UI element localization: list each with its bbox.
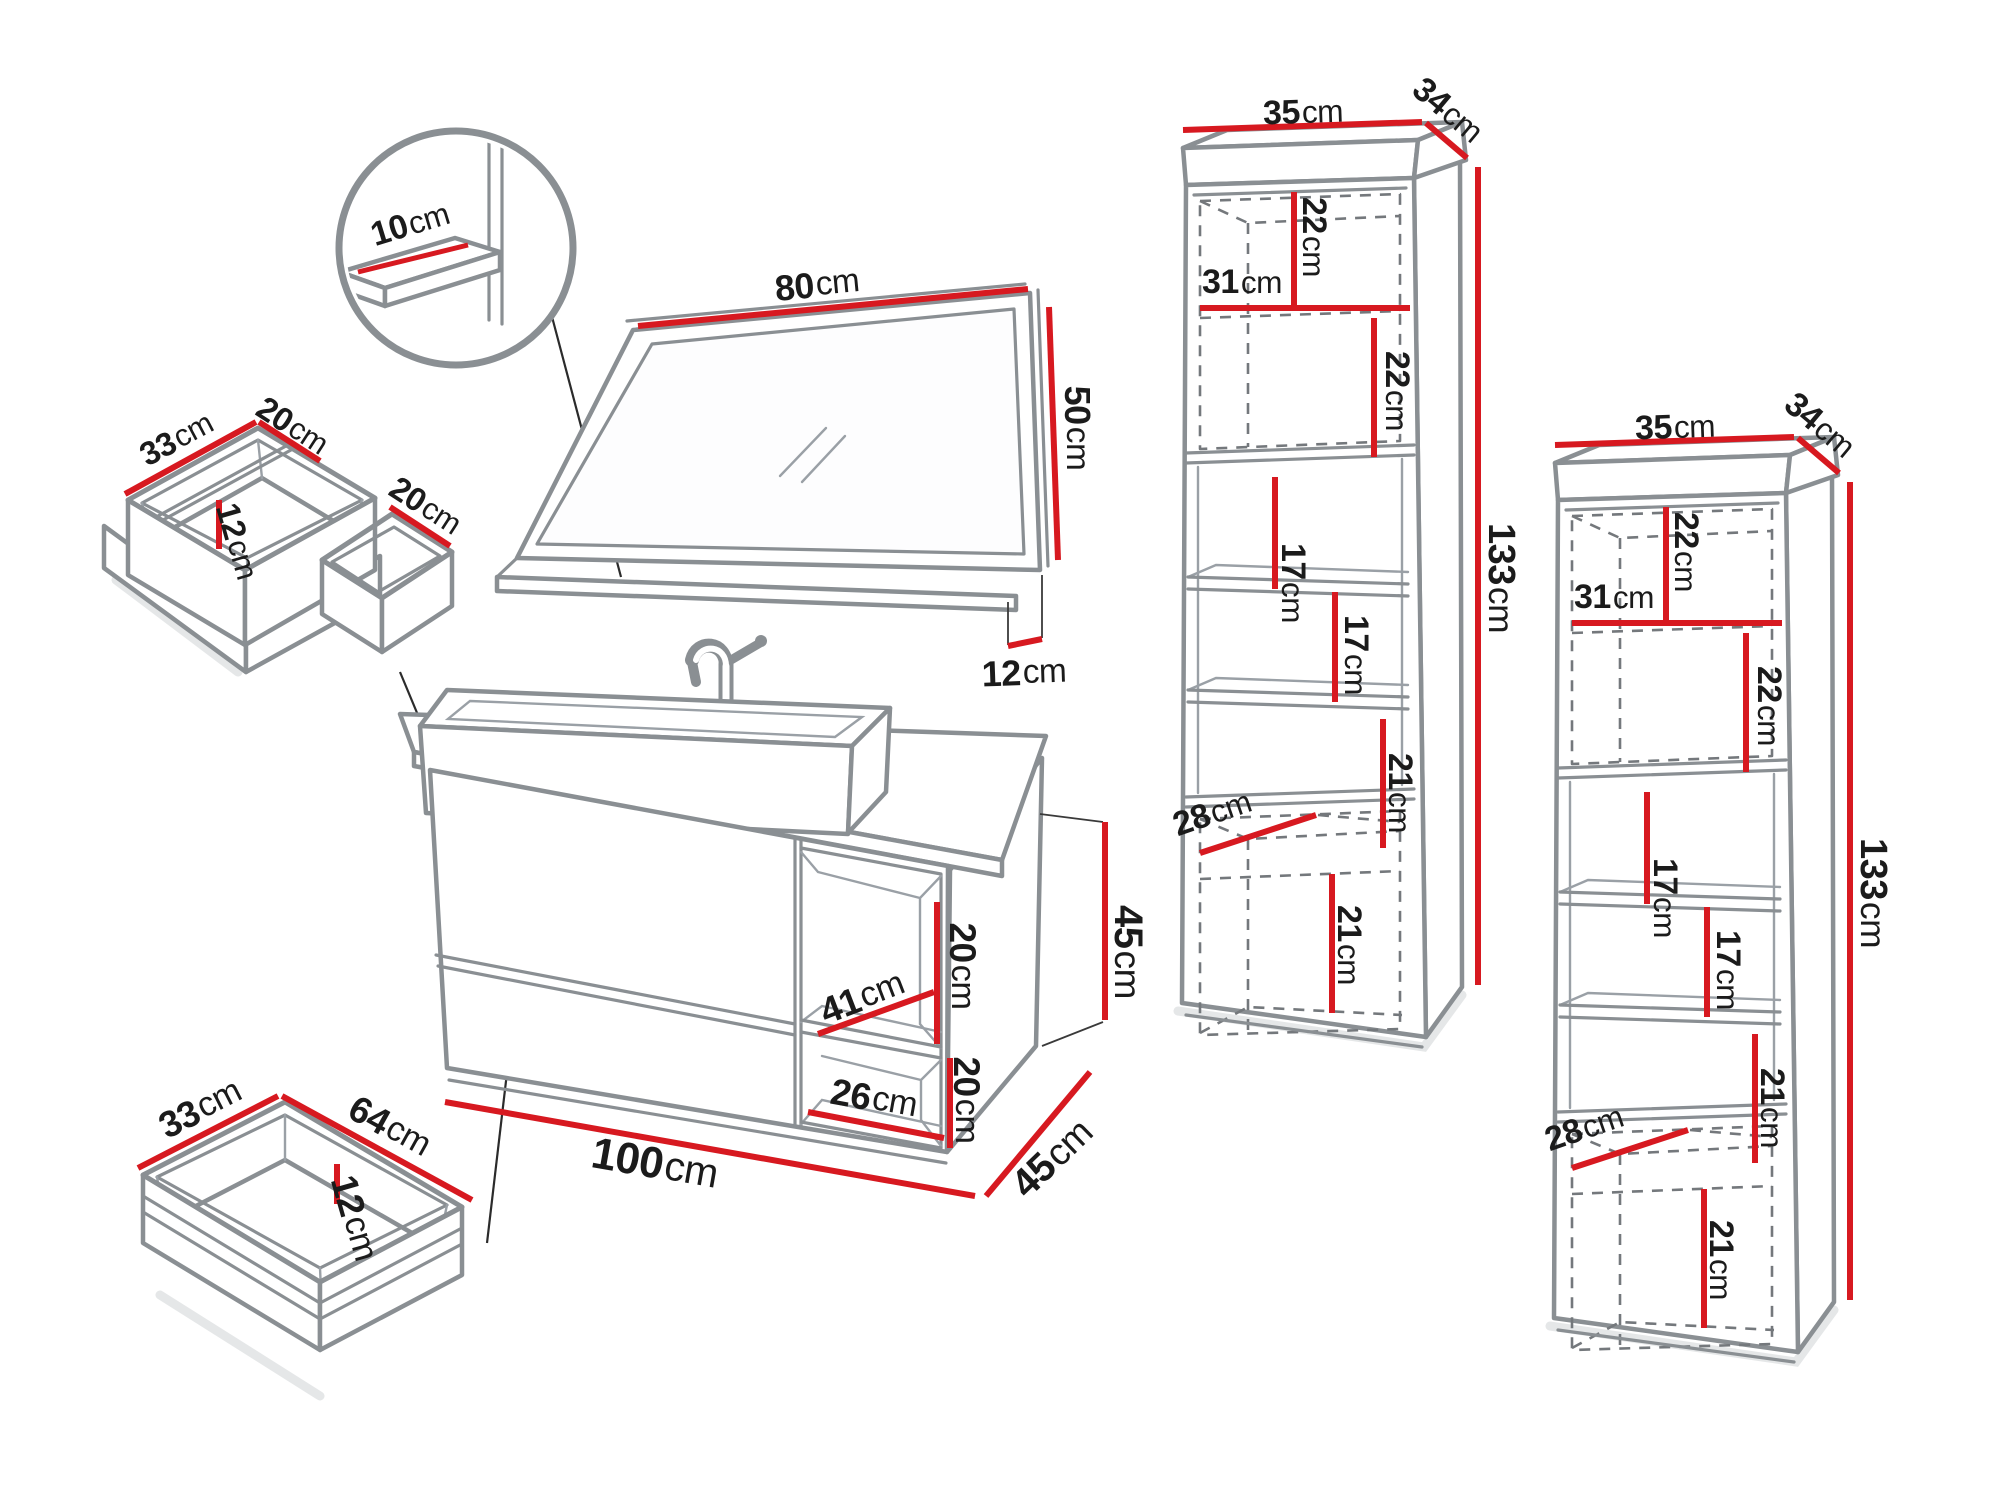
shelf-detail-callout: 10cm [335,127,577,369]
dim-cabinet-right-height: 133cm [1852,838,1894,948]
drawer-organizer: 33cm 20cm 12cm 20cm [101,388,468,677]
dimension-line-organizer-right [388,504,452,549]
dim-vanity-height: 45cm [1106,905,1150,999]
dimension-line-vanity-width [444,1099,976,1199]
dim-cabinet-left-width: 35cm [1262,92,1343,133]
dim-vanity-niche-bottom: 20cm [947,1056,988,1143]
dimension-line-mirror-width [637,286,1029,329]
dimension-line-niche-floor [807,1109,945,1141]
dim-cabinet-right-c6: 21cm [1702,1220,1740,1300]
dimension-line-niche-width [816,989,936,1037]
dim-cabinet-left-c2: 22cm [1378,351,1416,431]
dim-cabinet-right-c1: 22cm [1667,512,1705,592]
mirror-glass [537,309,1024,554]
dimension-line-organizer-width [123,419,258,497]
dim-cabinet-right-width: 35cm [1634,407,1715,448]
dim-cabinet-left-c1: 22cm [1295,197,1333,277]
dim-cabinet-right-c3: 17cm [1646,858,1684,938]
dim-mirror-shelf-depth: 12cm [981,650,1067,694]
dim-cabinet-left-shelf-width: 31cm [1202,263,1282,301]
dim-cabinet-right-c5: 21cm [1753,1068,1791,1148]
dim-cabinet-right-c4: 17cm [1709,930,1747,1010]
dim-cabinet-left-c5: 21cm [1381,753,1419,833]
dimension-line-drawer-width [280,1093,474,1203]
dimension-line-drawer-depth [136,1093,280,1171]
dim-cabinet-right-c2: 22cm [1750,666,1788,746]
dimension-line-vanity-depth [983,1070,1093,1198]
dim-cabinet-left-c4: 17cm [1337,615,1375,695]
dimension-line-mirror-height [1046,306,1061,561]
tall-cabinet-right: 35cm 34cm 22cm 31cm 22cm 17cm 17cm 21cm … [1540,385,1894,1362]
organizer-divider [156,444,293,522]
vanity-niche-shelf [799,1018,943,1060]
dim-vanity-niche-floor: 26cm [828,1070,921,1125]
vanity-front [427,767,951,1155]
dim-mirror-width: 80cm [773,260,861,309]
mirror-shelf [494,574,1019,613]
dim-vanity-niche-top: 20cm [943,922,984,1009]
dim-organizer-width: 33cm [133,403,219,472]
dimension-line-mirror-shelf [1007,636,1043,649]
dim-vanity-width: 100cm [588,1128,722,1198]
dim-cabinet-left-height: 133cm [1480,523,1522,633]
tall-cabinet-left: 35cm 34cm 22cm 31cm 22cm 17cm 17cm 21cm … [1168,70,1522,1047]
faucet-icon [685,635,767,720]
mirror-reflection-hatches [778,426,847,484]
dim-mirror-height: 50cm [1058,386,1099,471]
dimension-line-detail-depth [357,242,469,275]
vanity-unit: 41cm 20cm 20cm 26cm 100cm 45cm 45cm [397,635,1150,1207]
pulled-drawer: 33cm 64cm 12cm [136,1071,474,1401]
dimension-line-organizer-inner [257,419,322,464]
dim-cabinet-left-c6: 21cm [1330,905,1368,985]
mirror: 80cm 50cm 12cm [494,260,1099,694]
dim-cabinet-left-c3: 17cm [1274,543,1312,623]
vanity-drawer-gap [434,953,797,1037]
dim-cabinet-right-shelf-width: 31cm [1574,578,1654,616]
